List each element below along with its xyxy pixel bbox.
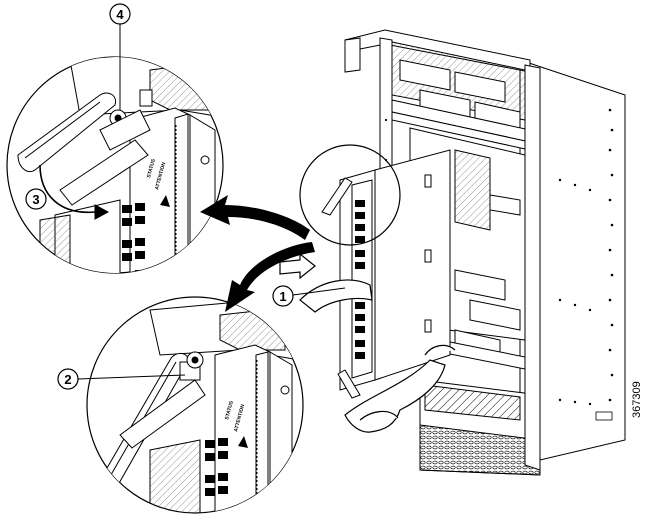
warning-triangle-icon [238, 436, 248, 448]
callout-4-label: 4 [116, 7, 124, 22]
zoom-region-circle [299, 144, 401, 246]
callout-2: 2 [57, 368, 186, 390]
callout-1: 1 [272, 285, 346, 307]
detail-circle-top: STATUS ATTENTION [6, 56, 224, 274]
detail-circle-bottom: STATUS ATTENTION [86, 296, 304, 514]
status-label-bottom: STATUS [224, 400, 235, 421]
line-card [321, 149, 451, 399]
figure-id: 367309 [631, 381, 643, 418]
callout-2-label: 2 [64, 372, 71, 387]
line-card-ports [355, 200, 365, 359]
insert-direction-arrow-icon [279, 252, 316, 280]
arrow-to-top-detail-icon [200, 195, 310, 240]
callout-4: 4 [109, 3, 131, 110]
detail-arrows [200, 195, 316, 312]
chassis-label-plate [595, 411, 613, 421]
status-label: STATUS [146, 158, 157, 179]
arrow-to-bottom-detail-icon [225, 242, 315, 312]
hands-illustration [299, 279, 456, 433]
warning-triangle-icon [160, 195, 170, 207]
callout-3-label: 3 [32, 192, 39, 207]
callout-3: 3 [25, 188, 47, 210]
callout-1-label: 1 [279, 289, 286, 304]
